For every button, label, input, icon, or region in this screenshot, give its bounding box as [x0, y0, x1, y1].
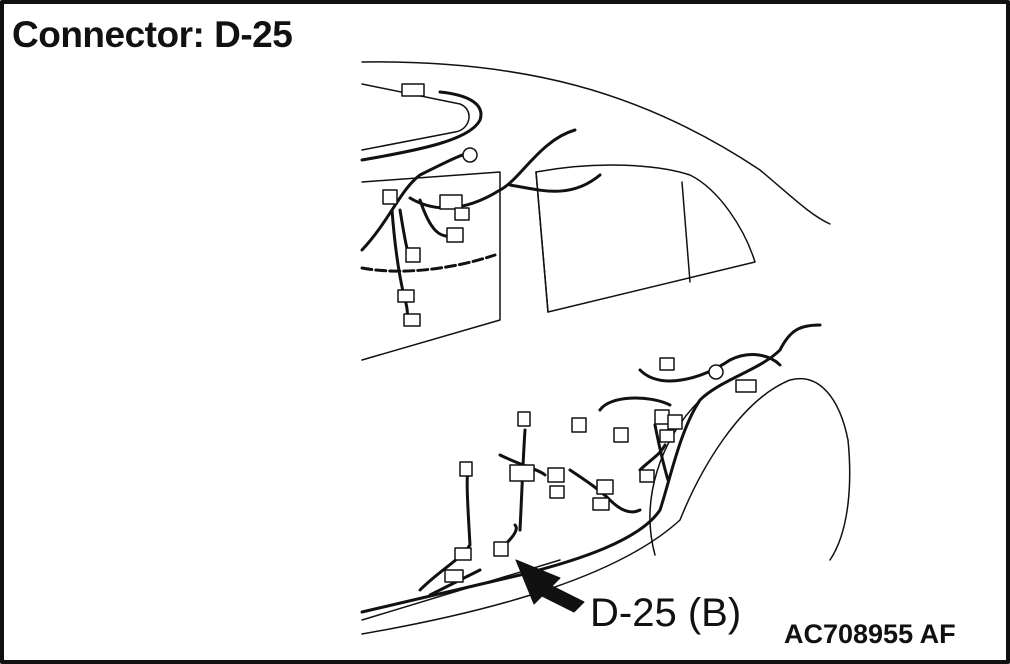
page-title: Connector: D-25: [12, 14, 293, 55]
pillar-lines: [535, 171, 549, 313]
lower-connectors: [444, 357, 757, 583]
upper-wiring-harness: [360, 90, 602, 324]
connector-callout-label: D-25 (B): [590, 591, 742, 635]
upper-connectors: [382, 83, 478, 327]
lower-wiring-harness: [360, 323, 822, 614]
d25-pointer-arrow: [515, 559, 585, 613]
figure-code: AC708955 AF: [784, 619, 956, 649]
